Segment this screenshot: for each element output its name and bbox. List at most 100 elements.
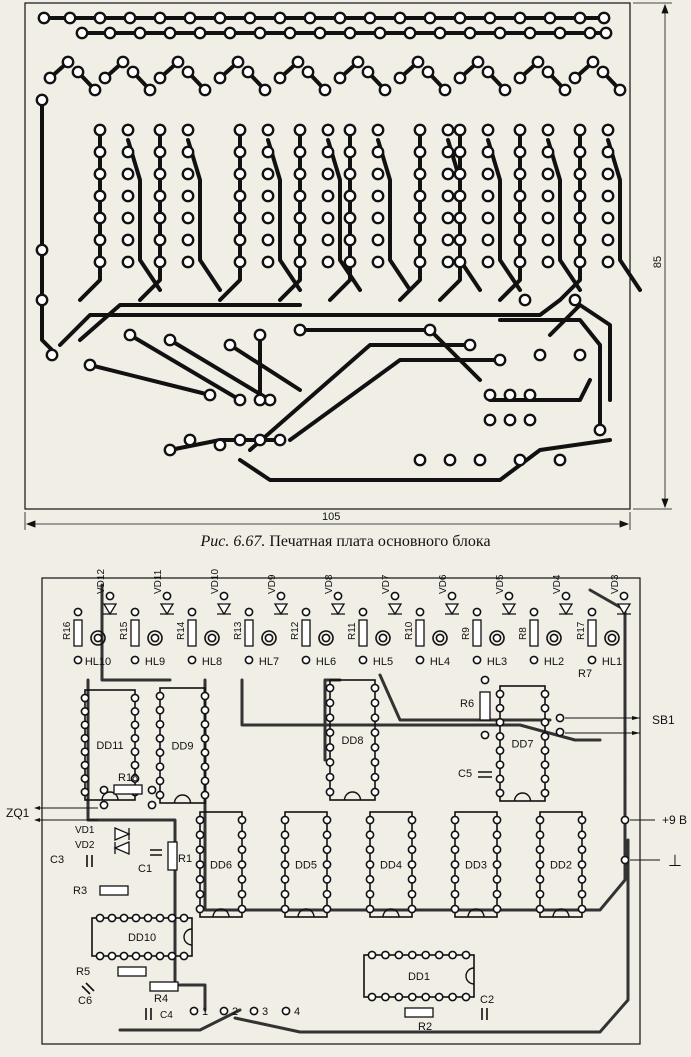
chip-pin bbox=[179, 951, 189, 961]
pcb-pad bbox=[153, 255, 167, 269]
diode bbox=[216, 603, 232, 616]
component-pad bbox=[555, 713, 565, 723]
pcb-pad bbox=[573, 189, 587, 203]
pcb-pad bbox=[123, 11, 137, 25]
resistor-label: R14 bbox=[176, 621, 187, 640]
pcb-pad bbox=[601, 255, 615, 269]
pcb-pad bbox=[233, 189, 247, 203]
pcb-pad bbox=[453, 123, 467, 137]
diode bbox=[159, 603, 175, 616]
pcb-trace bbox=[58, 298, 562, 347]
pcb-pad bbox=[541, 189, 555, 203]
pcb-pad bbox=[413, 123, 427, 137]
pcb-pad bbox=[293, 323, 307, 337]
chip-notch bbox=[465, 967, 475, 985]
pcb-pad bbox=[413, 453, 427, 467]
pcb-pad bbox=[233, 211, 247, 225]
pcb-pad bbox=[241, 65, 255, 79]
chip-pin bbox=[237, 815, 247, 825]
chip-pin bbox=[322, 904, 332, 914]
assembly-trace bbox=[100, 583, 172, 682]
component-pad bbox=[207, 633, 217, 643]
assembly-trace bbox=[86, 678, 207, 1012]
chip-pin bbox=[237, 860, 247, 869]
pcb-pad bbox=[573, 211, 587, 225]
resistor-r4-label: R4 bbox=[154, 993, 168, 1005]
pcb-pad bbox=[193, 26, 207, 40]
pcb-pad bbox=[153, 123, 167, 137]
component-pad bbox=[435, 633, 445, 643]
r7-label: R7 bbox=[578, 668, 592, 680]
chip-pin bbox=[434, 950, 444, 960]
chip-pin bbox=[143, 913, 153, 923]
terminal-wire-zq1 bbox=[40, 807, 98, 821]
pcb-trace bbox=[486, 138, 522, 292]
pcb-pad bbox=[163, 333, 177, 347]
chip-pin bbox=[450, 889, 460, 899]
chip-notch bbox=[101, 791, 119, 801]
dimension-height-label: 85 bbox=[652, 256, 664, 268]
pcb-pad bbox=[213, 438, 227, 452]
chip-dd9 bbox=[159, 687, 206, 804]
pcb-pad bbox=[503, 388, 517, 402]
pcb-pad bbox=[463, 338, 477, 352]
capacitor-c6 bbox=[81, 982, 95, 995]
led bbox=[604, 630, 620, 646]
pcb-pad bbox=[133, 26, 147, 40]
pcb-pad bbox=[421, 65, 435, 79]
chip-pin bbox=[200, 776, 210, 786]
pcb-pad bbox=[531, 55, 545, 69]
pcb-pad bbox=[153, 11, 167, 25]
pcb-pad bbox=[513, 211, 527, 225]
chip-notch bbox=[343, 791, 362, 801]
dimension-height bbox=[633, 2, 672, 510]
chip-pin bbox=[421, 950, 431, 960]
chip-pin bbox=[450, 845, 460, 855]
pcb-pad bbox=[233, 123, 247, 137]
chip-pin bbox=[577, 845, 587, 855]
pcb-pad bbox=[573, 123, 587, 137]
pcb-pad bbox=[481, 211, 495, 225]
chip-pin bbox=[448, 992, 457, 1002]
pcb-trace bbox=[168, 338, 272, 402]
chip-pin bbox=[155, 913, 165, 923]
pcb-pad bbox=[441, 123, 455, 137]
pcb-pad bbox=[283, 26, 297, 40]
chip-pin bbox=[577, 860, 587, 869]
assembly-trace bbox=[233, 838, 630, 1034]
led bbox=[546, 630, 562, 646]
chip-pin bbox=[540, 703, 550, 713]
pcb-pad bbox=[523, 413, 537, 427]
component-pad bbox=[264, 633, 274, 643]
pcb-pad bbox=[261, 211, 275, 225]
pcb-pad bbox=[213, 11, 227, 25]
led bbox=[204, 630, 220, 646]
chip-pin bbox=[540, 788, 550, 798]
assembly-traces bbox=[86, 583, 630, 1034]
pcb-pad bbox=[541, 145, 555, 159]
chip-pin bbox=[325, 787, 335, 797]
pcb-pad bbox=[343, 145, 357, 159]
pcb-pad bbox=[321, 233, 335, 247]
chip-pin bbox=[155, 734, 165, 743]
pcb-pad bbox=[351, 55, 365, 69]
chip-pin bbox=[540, 689, 550, 699]
led-label: HL4 bbox=[430, 656, 450, 668]
figure-caption: Рис. 6.67. Печатная плата основного блок… bbox=[0, 533, 691, 551]
pcb-pad bbox=[343, 167, 357, 181]
pcb-board-outline bbox=[24, 2, 631, 510]
chip-pin bbox=[535, 874, 545, 884]
pcb-pad bbox=[261, 145, 275, 159]
pcb-pad bbox=[293, 233, 307, 247]
pcb-pad bbox=[481, 65, 495, 79]
pcb-pad bbox=[423, 11, 437, 25]
capacitor-c2 bbox=[481, 1008, 488, 1020]
chip-pin bbox=[131, 913, 141, 923]
chip-pin bbox=[155, 719, 165, 729]
resistor bbox=[301, 619, 311, 647]
pcb-pad bbox=[61, 55, 75, 69]
chip-pin bbox=[167, 913, 177, 923]
chip-pin bbox=[365, 874, 375, 884]
component-pad bbox=[587, 607, 597, 617]
pcb-pad bbox=[518, 293, 532, 307]
